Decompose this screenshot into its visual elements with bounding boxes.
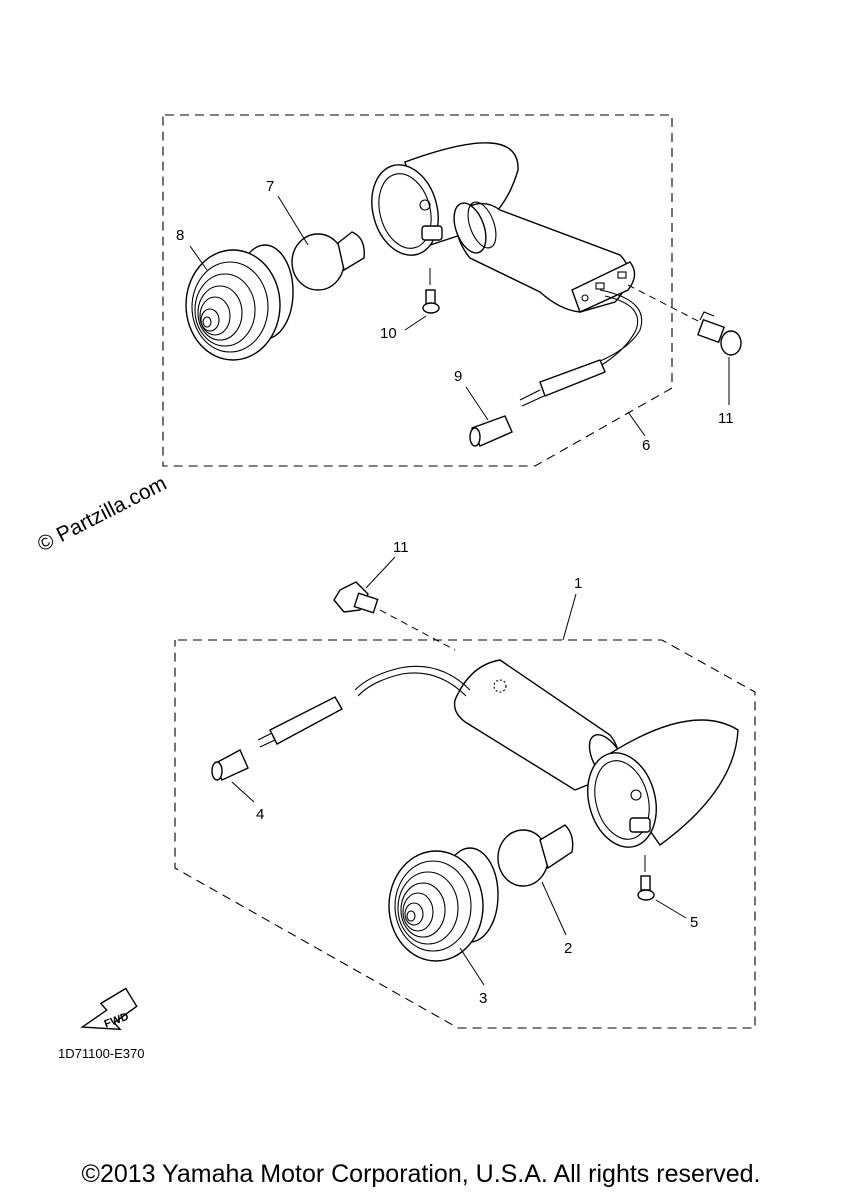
callout-11-mid: 11: [393, 539, 409, 556]
bulb-lower[interactable]: [497, 824, 574, 887]
bulb-upper[interactable]: [291, 231, 365, 291]
lens-lower[interactable]: [388, 847, 499, 962]
screw-upper[interactable]: [422, 268, 440, 314]
callout-3: 3: [479, 990, 487, 1007]
wire-harness-lower: [257, 665, 471, 748]
lens-upper[interactable]: [185, 244, 294, 361]
copyright-notice: ©2013 Yamaha Motor Corporation, U.S.A. A…: [81, 1160, 761, 1188]
coupler-upper[interactable]: [469, 415, 513, 447]
callout-10: 10: [380, 325, 397, 342]
callout-2: 2: [564, 940, 572, 957]
upper-assembly: 7 8 10 9 11 6: [162, 114, 742, 467]
fwd-arrow-icon: FWD: [80, 987, 138, 1031]
bolt-lower[interactable]: [333, 581, 456, 651]
flasher-body-upper[interactable]: [362, 142, 636, 313]
lower-assembly-boundary: [174, 639, 756, 1029]
callout-4: 4: [256, 806, 264, 823]
wire-harness-upper: [519, 289, 643, 407]
callout-5: 5: [690, 914, 698, 931]
coupler-lower[interactable]: [211, 749, 249, 781]
flasher-body-lower[interactable]: [453, 659, 739, 855]
watermark: © Partzilla.com: [34, 472, 171, 557]
callout-11-top: 11: [718, 410, 734, 427]
upper-assembly-boundary: [162, 114, 673, 467]
lower-assembly: 11 1 4 5 2 3: [174, 539, 756, 1029]
callout-6: 6: [642, 437, 650, 454]
callout-7: 7: [266, 178, 274, 195]
callout-1: 1: [574, 575, 582, 592]
bolt-upper[interactable]: [627, 284, 742, 356]
drawing-code: 1D71100-E370: [58, 1046, 145, 1061]
callout-8: 8: [176, 227, 184, 244]
screw-lower[interactable]: [637, 855, 655, 901]
callout-9: 9: [454, 368, 462, 385]
